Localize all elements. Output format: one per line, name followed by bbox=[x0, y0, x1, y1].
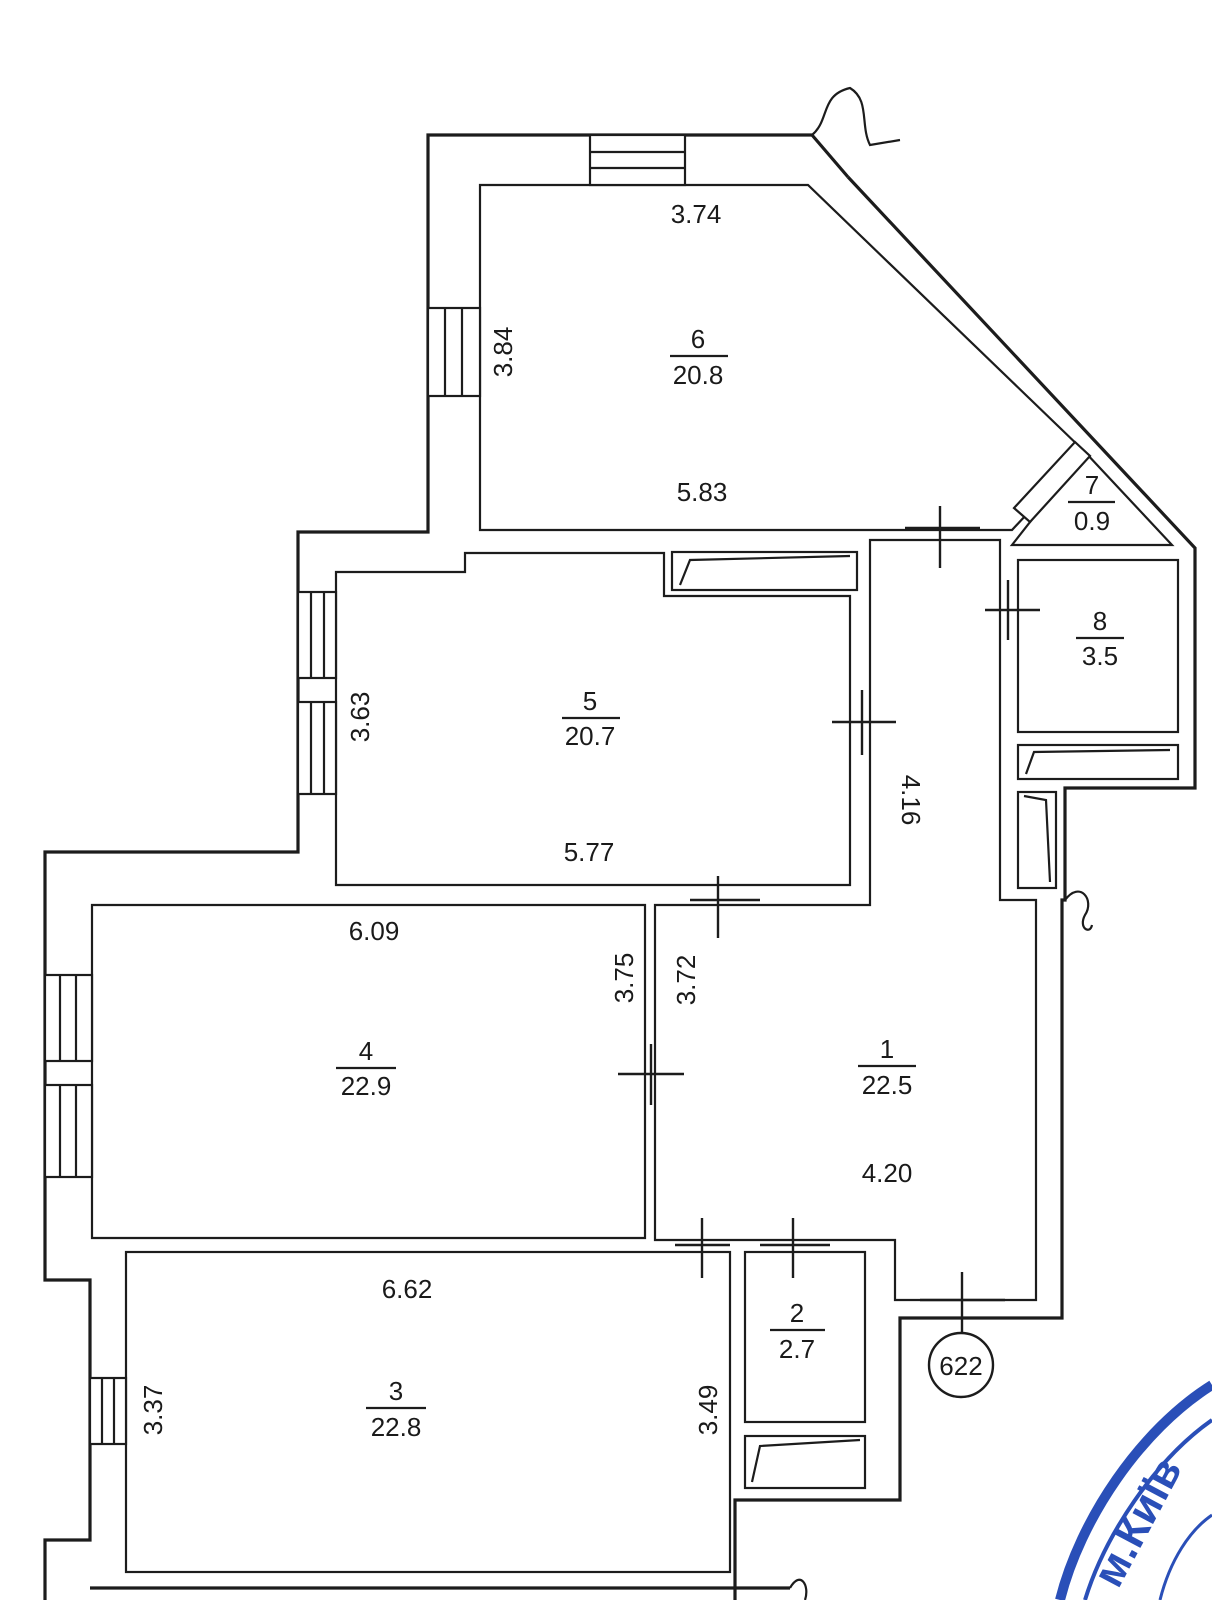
room-labels: 6 20.8 7 0.9 8 3.5 5 20.7 4 22.9 1 22.5 bbox=[336, 324, 1124, 1442]
room-2-area: 2.7 bbox=[779, 1334, 815, 1364]
room-label-2: 2 2.7 bbox=[770, 1298, 825, 1364]
room-1-number: 1 bbox=[880, 1034, 894, 1064]
window-room-7 bbox=[1012, 440, 1092, 524]
room-label-4: 4 22.9 bbox=[336, 1036, 396, 1101]
room-1-area: 22.5 bbox=[862, 1070, 913, 1100]
dim-r6-bottom: 5.83 bbox=[677, 477, 728, 507]
dim-r5-bottom: 5.77 bbox=[564, 837, 615, 867]
dim-r3-left: 3.37 bbox=[138, 1385, 168, 1436]
dim-r3-top: 6.62 bbox=[382, 1274, 433, 1304]
dim-r5-left: 3.63 bbox=[345, 692, 375, 743]
window-room-5-left bbox=[296, 590, 338, 796]
room-5-number: 5 bbox=[583, 686, 597, 716]
room-8-area: 3.5 bbox=[1082, 641, 1118, 671]
room-5-area: 20.7 bbox=[565, 721, 616, 751]
dim-r4-right: 3.75 bbox=[609, 953, 639, 1004]
windows bbox=[43, 133, 1092, 1446]
dim-r1-left: 3.72 bbox=[671, 955, 701, 1006]
room-8-number: 8 bbox=[1093, 606, 1107, 636]
dim-r5-right: 4.16 bbox=[896, 775, 926, 826]
apartment-number-badge: 622 bbox=[927, 1331, 995, 1399]
stamp-text: м.Київ bbox=[1084, 1450, 1192, 1595]
stamp: м.Київ bbox=[1055, 1380, 1212, 1600]
window-room-6-top bbox=[588, 133, 687, 187]
room-2-outline bbox=[743, 1250, 867, 1424]
dimension-labels: 3.74 3.84 5.83 3.63 5.77 4.16 6.09 3.75 … bbox=[138, 199, 926, 1435]
outer-walls bbox=[43, 133, 1197, 1600]
room-2-number: 2 bbox=[790, 1298, 804, 1328]
room-8-outline bbox=[1016, 558, 1180, 734]
room-label-8: 8 3.5 bbox=[1076, 606, 1124, 671]
room-1-outline bbox=[653, 538, 1038, 1302]
dim-r6-top: 3.74 bbox=[671, 199, 722, 229]
window-room-3-left bbox=[88, 1376, 128, 1446]
room-label-7: 7 0.9 bbox=[1068, 470, 1115, 536]
dim-r6-left: 3.84 bbox=[488, 327, 518, 378]
room-5-outline bbox=[334, 551, 852, 887]
room-3-area: 22.8 bbox=[371, 1412, 422, 1442]
room-label-3: 3 22.8 bbox=[366, 1376, 426, 1442]
room-label-5: 5 20.7 bbox=[562, 686, 620, 751]
room-3-number: 3 bbox=[389, 1376, 403, 1406]
room-6-area: 20.8 bbox=[673, 360, 724, 390]
dim-r1-bottom: 4.20 bbox=[862, 1158, 913, 1188]
window-room-4-left bbox=[43, 973, 94, 1179]
window-room-6-left bbox=[426, 306, 482, 398]
room-label-1: 1 22.5 bbox=[858, 1034, 916, 1100]
dim-r3-right: 3.49 bbox=[693, 1385, 723, 1436]
room-7-number: 7 bbox=[1085, 470, 1099, 500]
apartment-number: 622 bbox=[939, 1351, 982, 1381]
dim-r4-top: 6.09 bbox=[349, 916, 400, 946]
room-4-number: 4 bbox=[359, 1036, 373, 1066]
room-outlines bbox=[90, 183, 1180, 1574]
room-6-number: 6 bbox=[691, 324, 705, 354]
room-7-area: 0.9 bbox=[1074, 506, 1110, 536]
room-label-6: 6 20.8 bbox=[670, 324, 728, 390]
doors bbox=[618, 86, 1094, 1600]
cabinets bbox=[670, 550, 1180, 1490]
room-4-area: 22.9 bbox=[341, 1071, 392, 1101]
room-6-outline bbox=[478, 183, 1087, 532]
